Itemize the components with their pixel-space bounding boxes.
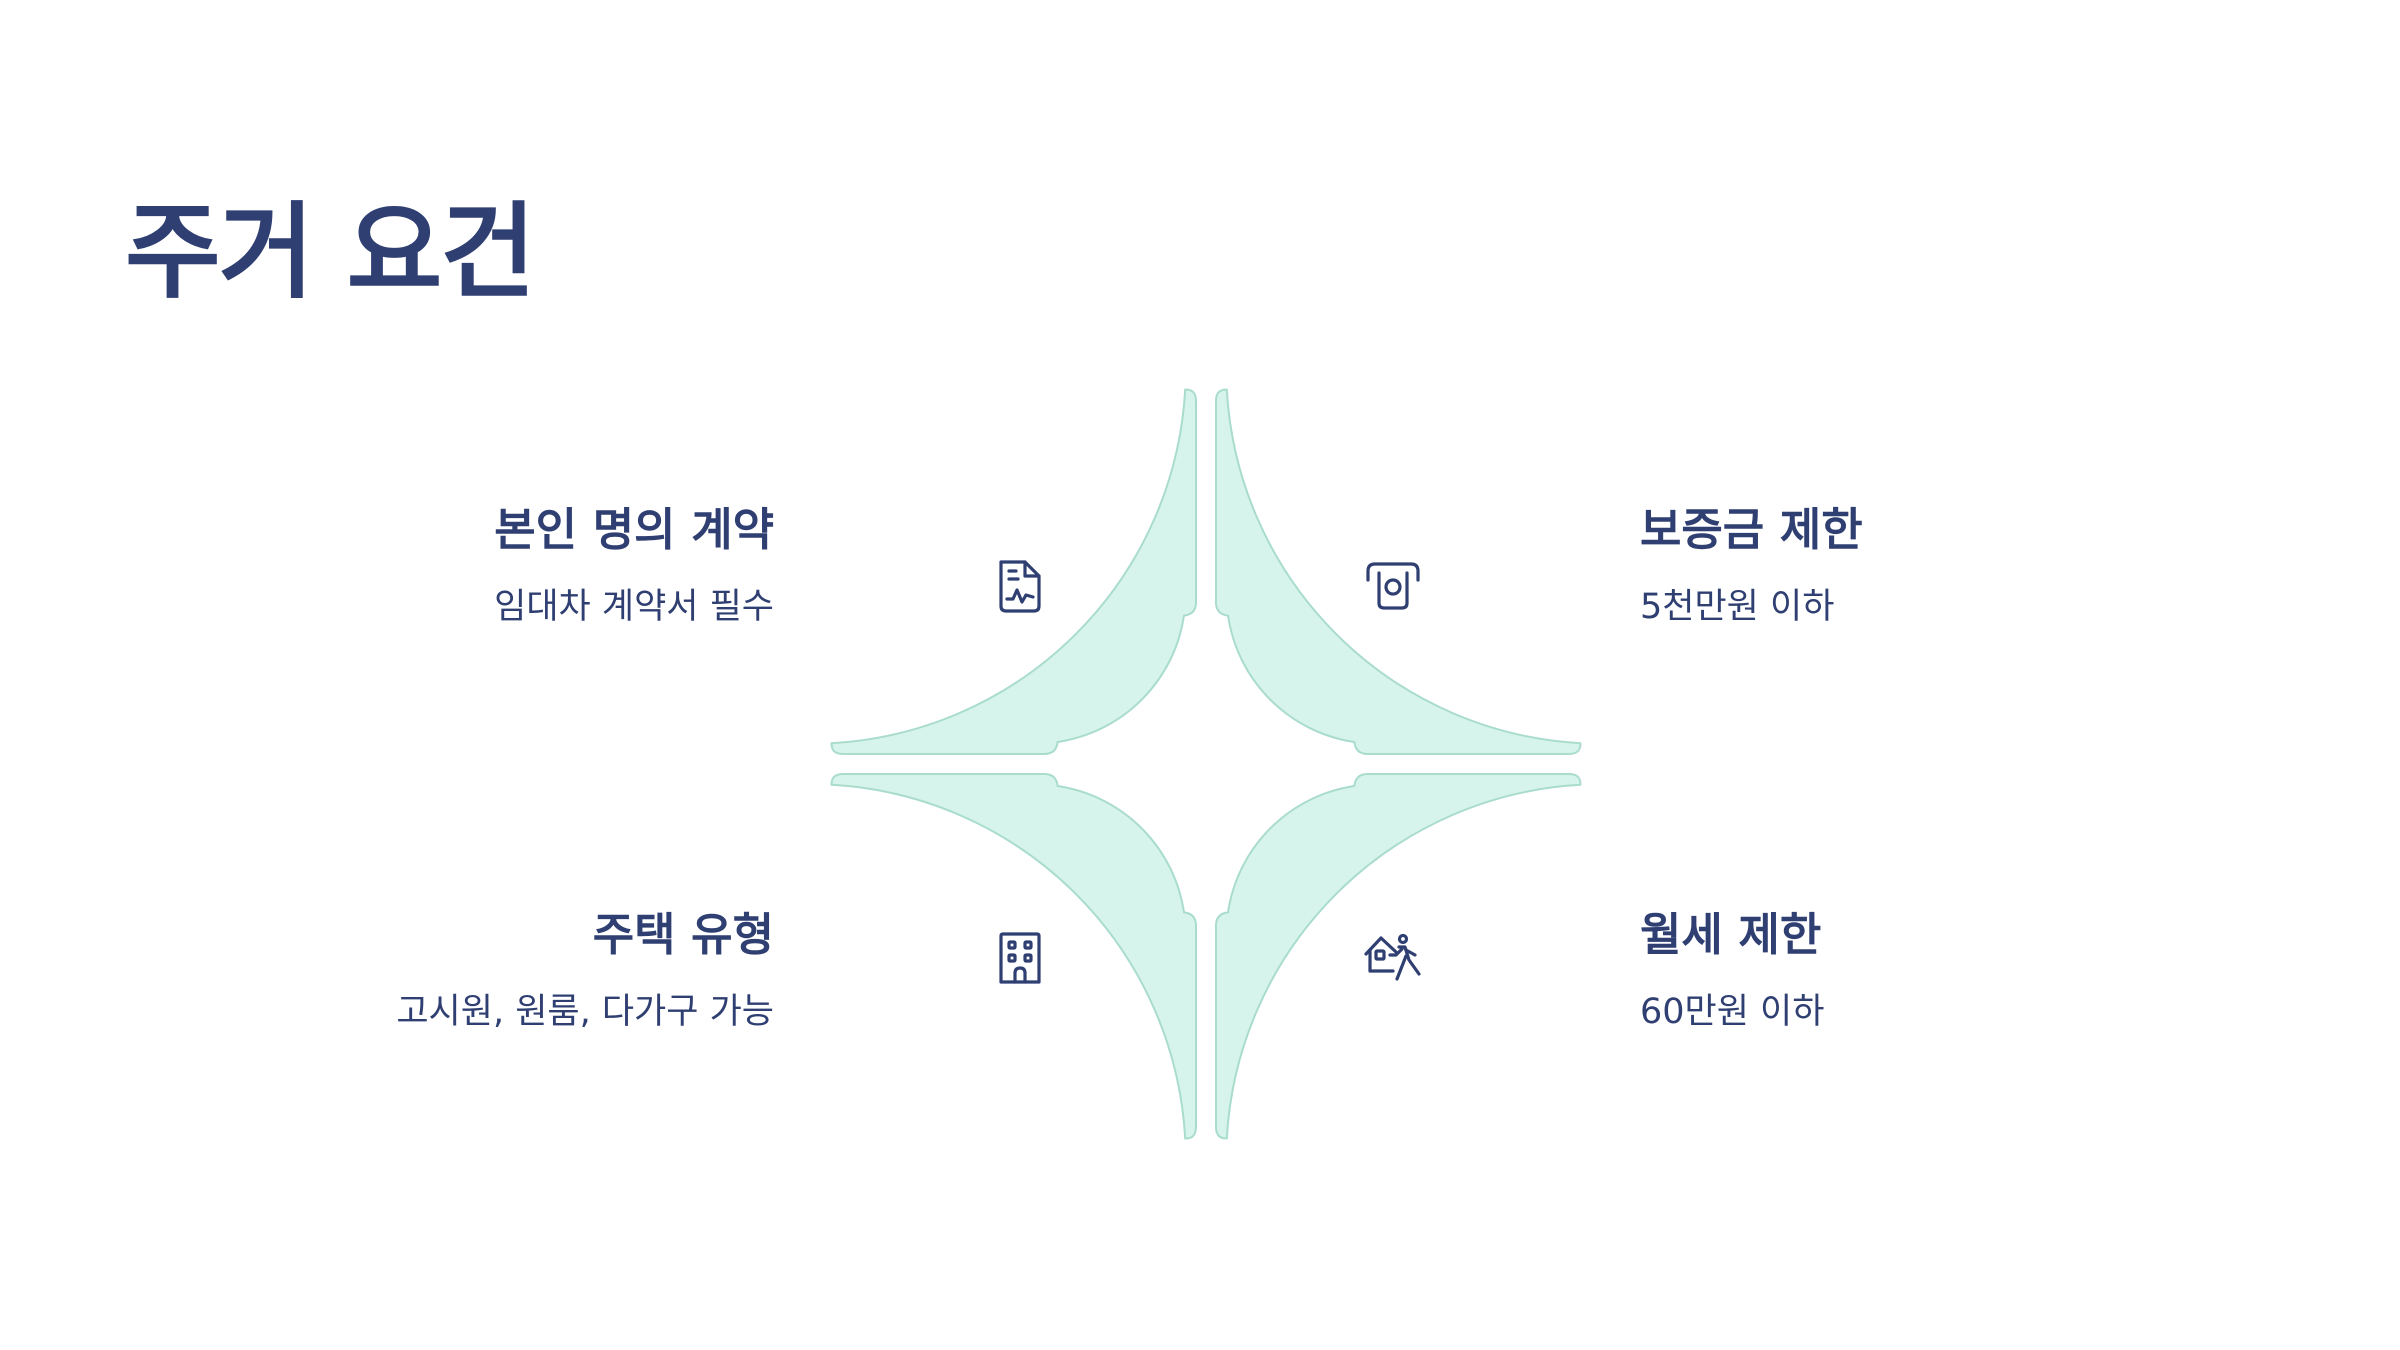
document-icon: [999, 560, 1041, 613]
requirement-deposit: 보증금 제한 5천만원 이하: [1640, 507, 2200, 625]
segment-bottom-left: [830, 773, 1197, 1140]
segment-top-left: [830, 388, 1197, 755]
requirement-monthly-rent: 월세 제한 60만원 이하: [1640, 912, 2200, 1030]
page-title: 주거 요건: [125, 191, 536, 313]
requirement-contract: 본인 명의 계약 임대차 계약서 필수: [214, 507, 774, 625]
item-description: 60만원 이하: [1640, 992, 1825, 1032]
building-icon: [999, 932, 1041, 984]
item-description: 5천만원 이하: [1640, 587, 1835, 627]
deposit-money-icon: [1366, 562, 1420, 610]
item-title: 보증금 제한: [1640, 503, 1863, 556]
requirement-housing-type: 주택 유형 고시원, 원룸, 다가구 가능: [214, 912, 774, 1030]
item-title: 월세 제한: [1640, 908, 1822, 961]
item-description: 임대차 계약서 필수: [494, 587, 774, 627]
item-title: 주택 유형: [592, 908, 774, 961]
segment-bottom-right: [1215, 773, 1582, 1140]
moving-house-icon: [1364, 933, 1421, 981]
item-title: 본인 명의 계약: [494, 503, 774, 556]
item-description: 고시원, 원룸, 다가구 가능: [396, 992, 774, 1032]
segment-top-right: [1215, 388, 1582, 755]
